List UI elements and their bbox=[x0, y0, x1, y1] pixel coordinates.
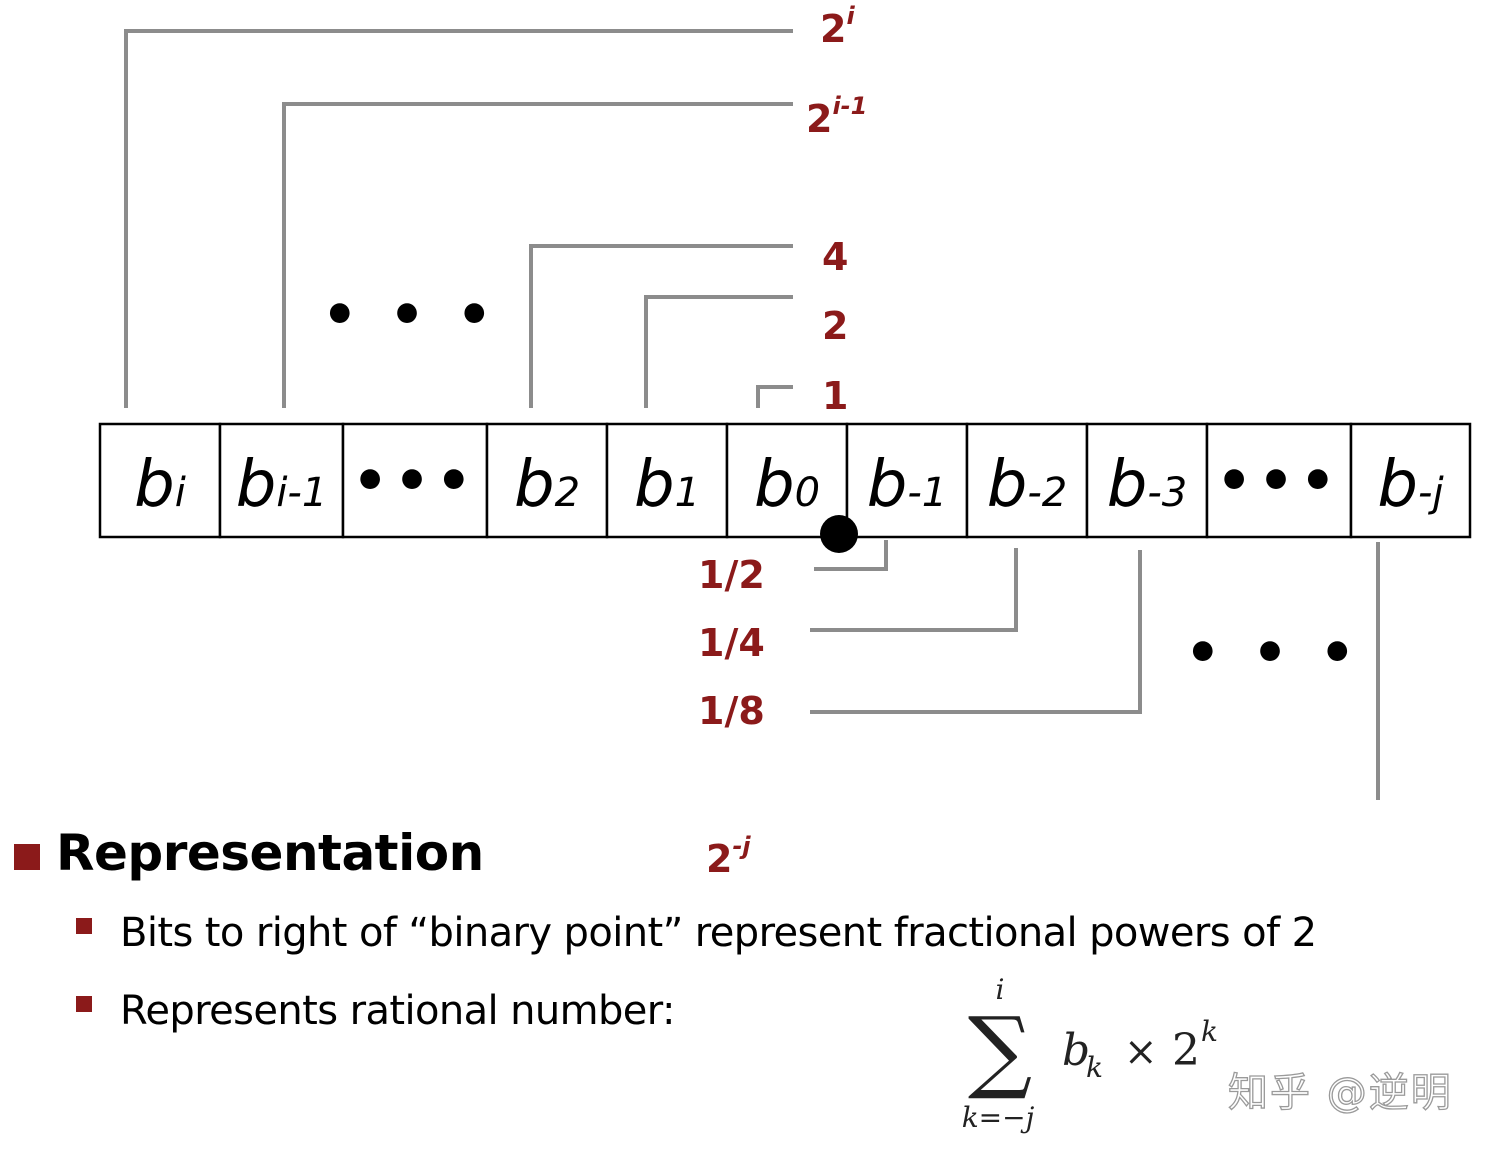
weight-label-2-neg-j: 2-j bbox=[706, 832, 751, 881]
sum-lower-limit: k=−j bbox=[962, 1101, 1035, 1134]
lower-weight-label: 1/4 bbox=[698, 621, 765, 665]
subpoint-fractional-bits: Bits to right of “binary point” represen… bbox=[76, 910, 1317, 956]
subpoint-bullet bbox=[76, 918, 92, 934]
weight-bracket-line bbox=[756, 385, 793, 408]
bit-cell-label: b-1 bbox=[867, 448, 948, 522]
bit-cell: b-j bbox=[1349, 422, 1472, 539]
upper-weight-label: 2 bbox=[822, 304, 848, 348]
bit-cell-box bbox=[605, 422, 729, 539]
bit-cell-box bbox=[485, 422, 609, 539]
bit-cell-label: b1 bbox=[634, 448, 700, 522]
weight-bracket-line bbox=[282, 102, 793, 408]
bit-cell-box bbox=[1205, 422, 1353, 539]
bit-cell: b0 bbox=[725, 422, 849, 539]
subpoint-bullet bbox=[76, 996, 92, 1012]
weight-base: 2 bbox=[706, 837, 733, 881]
heading-bullet bbox=[14, 844, 40, 870]
bit-cell: b-3 bbox=[1085, 422, 1209, 539]
weight-bracket-line bbox=[810, 550, 1142, 714]
lower-weight-label: 1/2 bbox=[698, 553, 765, 597]
upper-weight-label: 1 bbox=[822, 374, 848, 418]
upper-ellipsis: • • • bbox=[322, 283, 498, 348]
bit-cell-ellipsis: ••• bbox=[1216, 449, 1341, 514]
bit-cell-ellipsis: ••• bbox=[352, 449, 477, 514]
upper-weight-labels: 2i 2i-1 4 2 1 bbox=[806, 2, 867, 418]
bit-cell: b-2 bbox=[965, 422, 1089, 539]
bit-cell-box bbox=[341, 422, 489, 539]
lower-ellipsis: • • • bbox=[1185, 621, 1361, 686]
power-base: 2 bbox=[1172, 1025, 1200, 1076]
upper-weight-label: 4 bbox=[822, 235, 848, 279]
bit-cell-box bbox=[965, 422, 1089, 539]
lower-weight-label: 1/8 bbox=[698, 689, 765, 733]
bit-cell-label: bi bbox=[134, 448, 186, 522]
bit-cell-box bbox=[725, 422, 849, 539]
bit-cells-row: bi bi-1 ••• b2 b1 b0 b-1 b-2 b-3 ••• b-j bbox=[98, 422, 1472, 539]
bit-cell: ••• bbox=[1205, 422, 1353, 539]
bit-cell-box bbox=[98, 422, 222, 539]
bit-cell-label: b-2 bbox=[987, 448, 1068, 522]
weight-bracket-line bbox=[644, 295, 793, 408]
bit-cell: b2 bbox=[485, 422, 609, 539]
weight-exponent: -j bbox=[732, 832, 751, 860]
bit-cell-box bbox=[218, 422, 345, 539]
weight-bracket-line bbox=[814, 540, 888, 571]
weight-bracket-line bbox=[529, 244, 793, 408]
term-subscript: k bbox=[1086, 1051, 1103, 1084]
binary-point-dot bbox=[820, 515, 858, 553]
subpoint-text: Bits to right of “binary point” represen… bbox=[120, 910, 1317, 956]
bit-cell-label: b0 bbox=[754, 448, 820, 522]
representation-title: Representation bbox=[56, 824, 484, 882]
sum-upper-limit: i bbox=[996, 975, 1005, 1006]
term-base: b bbox=[1062, 1025, 1090, 1076]
bit-cell: bi-1 bbox=[218, 422, 345, 539]
lower-weight-labels: 1/2 1/4 1/8 bbox=[698, 553, 765, 733]
summation-formula: i ∑ k=−j b k × 2 k bbox=[962, 975, 1218, 1134]
subpoint-rational-number: Represents rational number: bbox=[76, 988, 675, 1034]
weight-bracket-line bbox=[810, 548, 1018, 632]
weight-bracket-line bbox=[1376, 542, 1380, 800]
bit-cell: bi bbox=[98, 422, 222, 539]
bit-cell-label: b-j bbox=[1377, 448, 1444, 522]
bit-cell-box bbox=[845, 422, 969, 539]
bit-cell: ••• bbox=[341, 422, 489, 539]
power-exponent: k bbox=[1201, 1015, 1218, 1048]
representation-heading: Representation bbox=[14, 824, 484, 882]
upper-weight-label: 2i-1 bbox=[806, 92, 867, 141]
times-symbol: × bbox=[1124, 1029, 1158, 1075]
weight-bracket-line bbox=[124, 29, 793, 408]
bit-cell: b1 bbox=[605, 422, 729, 539]
sigma-symbol: ∑ bbox=[968, 998, 1032, 1103]
bit-cell-box bbox=[1349, 422, 1472, 539]
subpoint-text: Represents rational number: bbox=[120, 988, 675, 1034]
weight-brackets bbox=[124, 29, 1380, 800]
upper-weight-label: 2i bbox=[820, 2, 855, 51]
watermark-text: 知乎 @逆明 bbox=[1227, 1069, 1453, 1116]
bit-cell-label: bi-1 bbox=[236, 448, 328, 522]
bit-cell: b-1 bbox=[845, 422, 969, 539]
bit-cell-label: b-3 bbox=[1107, 448, 1188, 522]
bit-cell-box bbox=[1085, 422, 1209, 539]
bit-cell-label: b2 bbox=[514, 448, 580, 522]
binary-point-diagram: 2i 2i-1 4 2 1 1/2 1/4 1/8 • • • • • • bi bi-1 ••… bbox=[98, 2, 1472, 800]
